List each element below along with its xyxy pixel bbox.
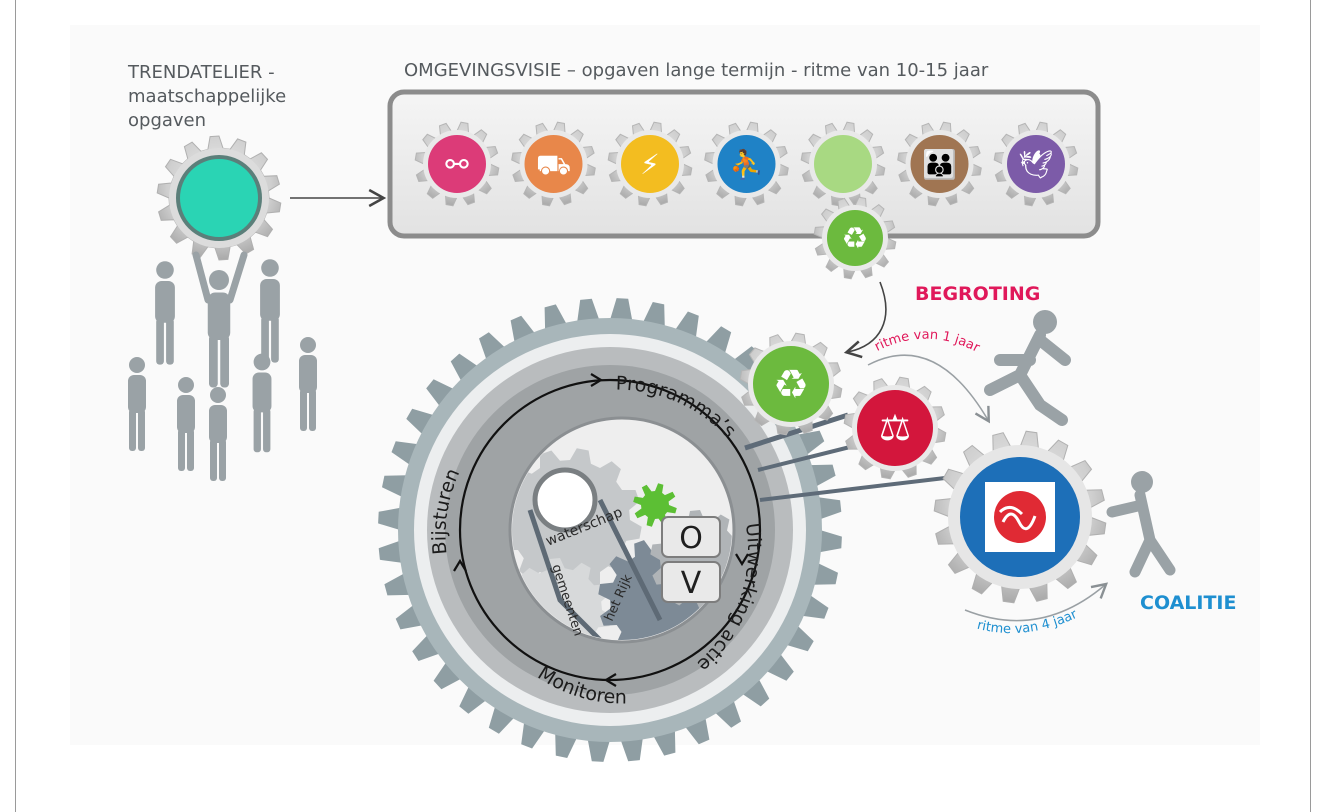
scales-icon: ⚖ (879, 408, 911, 449)
red-disc (857, 390, 933, 466)
runner-silhouette (984, 310, 1071, 426)
key-o-label: O (679, 521, 703, 556)
flow-arrow-down (843, 281, 887, 359)
cycle-arrow-2 (735, 553, 749, 567)
connector-rod-2 (757, 443, 859, 472)
empty-slot (800, 121, 886, 207)
trendatelier-line2: maatschappelijke (128, 86, 286, 107)
person-3 (260, 259, 280, 363)
connector-rod-1 (744, 412, 849, 451)
bird-icon-disc (1007, 135, 1065, 193)
recycle-icon: ♻ (842, 222, 869, 257)
rhythm-arrow-1 (867, 354, 991, 424)
pusher-silhouette (1106, 471, 1176, 578)
key-o (661, 516, 721, 558)
recycle-gear-lower: ♻ (739, 332, 843, 436)
tractor-icon: ⛟ (511, 121, 596, 207)
scales-gear: ⚖ (843, 376, 947, 480)
bird-icon: 🕊 (993, 121, 1079, 207)
green-disc-top (827, 210, 883, 266)
person-1 (155, 261, 175, 365)
network-icon-disc (428, 135, 486, 193)
theme-icon-row: ⚯ ⛟ ⚡ ⛹ 👪 🕊 (414, 121, 1079, 207)
tractor-icon-disc (524, 135, 583, 193)
person-lifter (207, 270, 231, 388)
cycle-ring (458, 378, 762, 682)
empty-slot-disc (814, 135, 872, 193)
green-disc-lower (753, 346, 829, 422)
cycle-arrow-1 (590, 373, 604, 387)
teal-disc (176, 155, 262, 241)
coalitie-label: COALITIE (1140, 592, 1236, 614)
coalition-logo-gear (933, 430, 1107, 604)
svg-text:🕊: 🕊 (1018, 148, 1054, 181)
family-icon: 👪 (897, 121, 982, 207)
runner-icon: ⛹ (704, 121, 789, 207)
svg-text:⛹: ⛹ (729, 147, 764, 181)
recycle-gear-top: ♻ (813, 196, 897, 280)
key-v-label: V (681, 566, 702, 601)
key-v (661, 561, 721, 603)
trendatelier-line1: TRENDATELIER - (127, 62, 275, 83)
omgevingsvisie-title: OMGEVINGSVISIE – opgaven lange termijn -… (404, 60, 989, 81)
begroting-label: BEGROTING (915, 283, 1040, 305)
recycle-icon: ♻ (773, 362, 809, 408)
person-6 (209, 387, 227, 481)
connector-rod-3 (759, 476, 946, 502)
trendatelier-line3: opgaven (128, 110, 206, 131)
small-green-cog (633, 483, 677, 527)
lightning-icon: ⚡ (607, 121, 693, 207)
lightning-icon-disc (621, 135, 679, 193)
trendatelier-gear (156, 135, 282, 261)
svg-text:⚡: ⚡ (640, 148, 660, 181)
cycle-arrow-4 (453, 558, 467, 572)
person-4 (128, 357, 146, 451)
svg-text:👪: 👪 (922, 148, 957, 181)
family-icon-disc (910, 135, 969, 193)
svg-text:⚯: ⚯ (445, 148, 469, 181)
person-7 (252, 353, 272, 453)
person-8 (299, 337, 317, 431)
network-icon: ⚯ (414, 121, 500, 207)
people-group (128, 251, 317, 481)
rhythm-arrow-4 (964, 582, 1109, 622)
cycle-arrow-3 (603, 673, 617, 687)
logo-mark-icon (994, 491, 1046, 543)
person-5 (177, 377, 195, 471)
runner-icon-disc (717, 135, 776, 193)
svg-text:⛟: ⛟ (536, 148, 571, 181)
